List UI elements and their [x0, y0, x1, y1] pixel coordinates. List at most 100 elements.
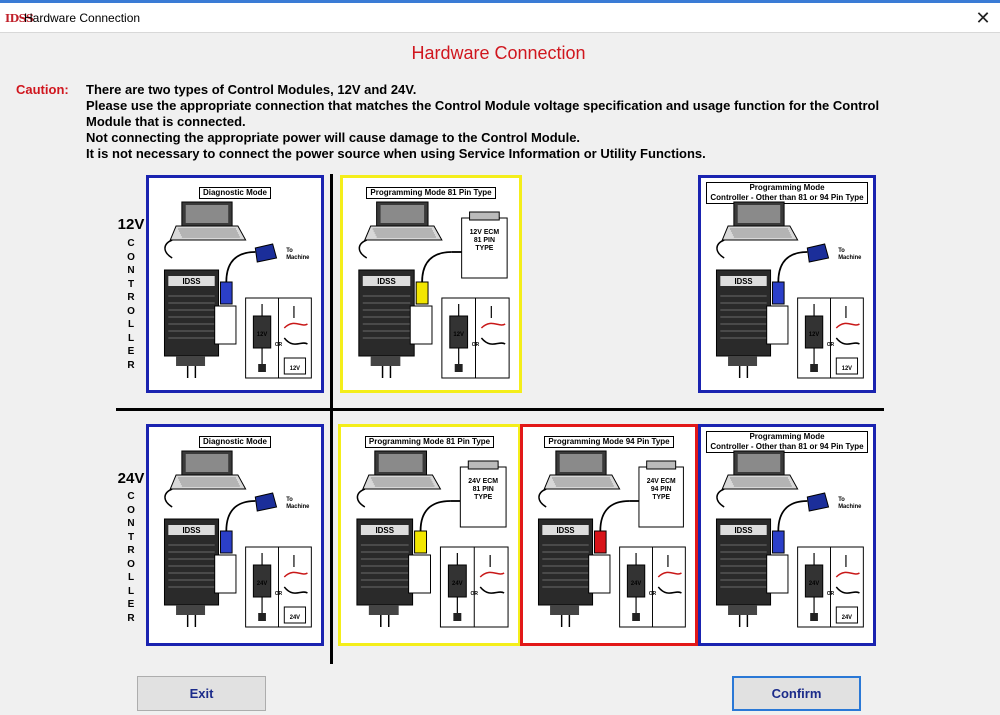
power-plug-icon [258, 613, 266, 621]
ecm-label: 12V ECM [470, 229, 500, 236]
ecm-module-icon [461, 217, 508, 279]
idss-interface-icon [163, 518, 220, 606]
confirm-button[interactable]: Confirm [732, 676, 861, 711]
panel-title-text: Diagnostic Mode [198, 436, 271, 448]
panel-title: Diagnostic Mode [149, 182, 321, 200]
idss-label: IDSS [183, 277, 201, 286]
idss-interface-icon [715, 518, 772, 606]
ecm-label: 81 PIN [474, 237, 495, 244]
or-label: OR [275, 342, 283, 348]
usb-cable-line [358, 239, 368, 259]
title-bar: IDSS Hardware Connection ✕ [0, 3, 1000, 33]
usb-cable-line [716, 239, 725, 259]
obd-connector-icon [254, 243, 278, 263]
or-label: OR [827, 591, 835, 597]
laptop-display-icon [380, 205, 425, 223]
obd-connector-icon [806, 243, 830, 263]
idss-label: IDSS [735, 526, 753, 535]
power-supply-icon [626, 564, 646, 598]
idss-nameplate-icon [720, 276, 767, 286]
ecm-label: 24V ECM [647, 478, 676, 485]
power-supply-label: 24V [257, 581, 267, 587]
idss-cable-line [381, 366, 392, 378]
battery-clamp-red-line [835, 322, 860, 329]
power-plug-icon [632, 613, 640, 621]
ecm-module-icon [638, 466, 684, 528]
idss-base-icon [176, 605, 206, 615]
battery-clamp-black-line [283, 586, 308, 594]
voltage-label-24v: 24V [117, 470, 145, 487]
panel-title-text: Programming Mode 81 Pin Type [366, 187, 496, 199]
adapter-box-icon [214, 305, 237, 345]
idss-nameplate-icon [168, 525, 215, 535]
laptop-keyboard-icon [721, 225, 799, 241]
panel-title: Programming Mode 94 Pin Type [523, 431, 695, 449]
connector-cable-line [225, 500, 256, 532]
caution-line: There are two types of Control Modules, … [86, 82, 417, 97]
ecm-label: 24V ECM [468, 478, 498, 485]
to-machine-label: Machine [286, 255, 310, 261]
ecm-label: TYPE [475, 245, 493, 252]
battery-clamp-red-line [283, 571, 308, 578]
power-plug-icon [258, 364, 266, 372]
close-button[interactable]: ✕ [975, 8, 991, 28]
laptop-screen-icon [555, 450, 607, 476]
power-section-frame [441, 297, 510, 379]
battery-clamp-black-line [283, 337, 308, 345]
usb-cable-line [538, 488, 547, 508]
idss-cable-line [380, 615, 390, 627]
caution-line: Not connecting the appropriate power wil… [86, 130, 581, 145]
panel-title-text: Diagnostic Mode [198, 187, 271, 199]
idss-base-icon [368, 605, 399, 615]
laptop-screen-icon [733, 450, 785, 476]
row-divider [116, 408, 884, 411]
obd-connector-icon [254, 492, 278, 512]
ecm-label: 94 PIN [651, 486, 672, 493]
battery-icon [283, 606, 307, 624]
or-label: OR [472, 342, 480, 348]
idss-label: IDSS [557, 526, 575, 535]
idss-cable-line [738, 366, 749, 378]
battery-clamp-red-line [657, 571, 682, 578]
power-supply-label: 12V [453, 332, 464, 338]
ecm-module-icon [459, 466, 507, 528]
connector-plug-icon [772, 281, 785, 305]
connector-cable-line [421, 251, 452, 283]
battery-icon [835, 606, 859, 624]
adapter-box-icon [766, 554, 789, 594]
window-title: Hardware Connection [24, 11, 141, 25]
battery-icon [283, 357, 307, 375]
power-section-frame [439, 546, 509, 628]
caution-label: Caution: [16, 82, 69, 97]
laptop-display-icon [737, 205, 781, 223]
power-supply-icon [804, 564, 824, 598]
connector-cable-line [419, 500, 451, 532]
power-section-frame [619, 546, 686, 628]
power-supply-label: 12V [809, 332, 819, 338]
power-supply-label: 24V [452, 581, 463, 587]
usb-cable-line [164, 488, 173, 508]
idss-label: IDSS [735, 277, 753, 286]
exit-button[interactable]: Exit [137, 676, 266, 711]
laptop-keyboard-icon [169, 225, 247, 241]
idss-interface-icon [715, 269, 772, 357]
ecm-label: TYPE [474, 494, 493, 501]
laptop-screen-icon [733, 201, 785, 227]
laptop-display-icon [185, 205, 229, 223]
connector-cable-line [599, 500, 630, 532]
idss-nameplate-icon [362, 276, 411, 286]
